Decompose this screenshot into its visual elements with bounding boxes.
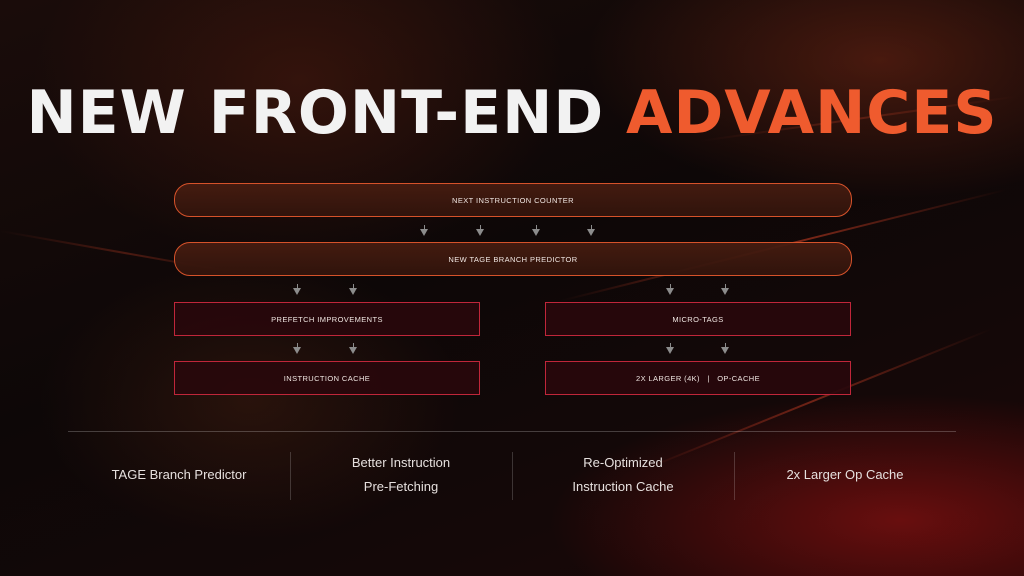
page-title: NEW FRONT-END ADVANCES <box>0 78 1024 148</box>
arrow-down-icon <box>349 343 357 354</box>
feature-item: TAGE Branch Predictor <box>68 449 290 501</box>
arrow-down-icon <box>721 343 729 354</box>
feature-line1: Re-Optimized <box>583 455 663 470</box>
arrow-down-icon <box>721 284 729 295</box>
arrow-down-icon <box>476 225 484 236</box>
arrow-down-icon <box>293 343 301 354</box>
feature-item: 2x Larger Op Cache <box>734 449 956 501</box>
feature-separator <box>290 452 291 500</box>
arrow-down-icon <box>532 225 540 236</box>
next-instruction-counter-block: NEXT INSTRUCTION COUNTER <box>174 183 852 217</box>
arrow-down-icon <box>587 225 595 236</box>
arrow-down-icon <box>349 284 357 295</box>
title-white: NEW FRONT-END <box>26 78 605 148</box>
title-accent: ADVANCES <box>626 78 998 148</box>
arrow-down-icon <box>666 343 674 354</box>
instruction-cache-block: INSTRUCTION CACHE <box>174 361 480 395</box>
feature-line2: Pre-Fetching <box>363 479 439 494</box>
arrow-down-icon <box>420 225 428 236</box>
feature-line1: 2x Larger Op Cache <box>786 467 904 482</box>
feature-separator <box>734 452 735 500</box>
arrow-down-icon <box>666 284 674 295</box>
micro-tags-block: MICRO-TAGS <box>545 302 851 336</box>
divider-line <box>68 431 956 432</box>
op-cache-block: 2X LARGER (4K) | OP-CACHE <box>545 361 851 395</box>
prefetch-improvements-block: PREFETCH IMPROVEMENTS <box>174 302 480 336</box>
feature-line1: Better Instruction <box>351 455 451 470</box>
arrow-down-icon <box>293 284 301 295</box>
feature-line1: TAGE Branch Predictor <box>111 467 247 482</box>
tage-branch-predictor-block: NEW TAGE BRANCH PREDICTOR <box>174 242 852 276</box>
feature-line2: Instruction Cache <box>572 479 674 494</box>
feature-separator <box>512 452 513 500</box>
